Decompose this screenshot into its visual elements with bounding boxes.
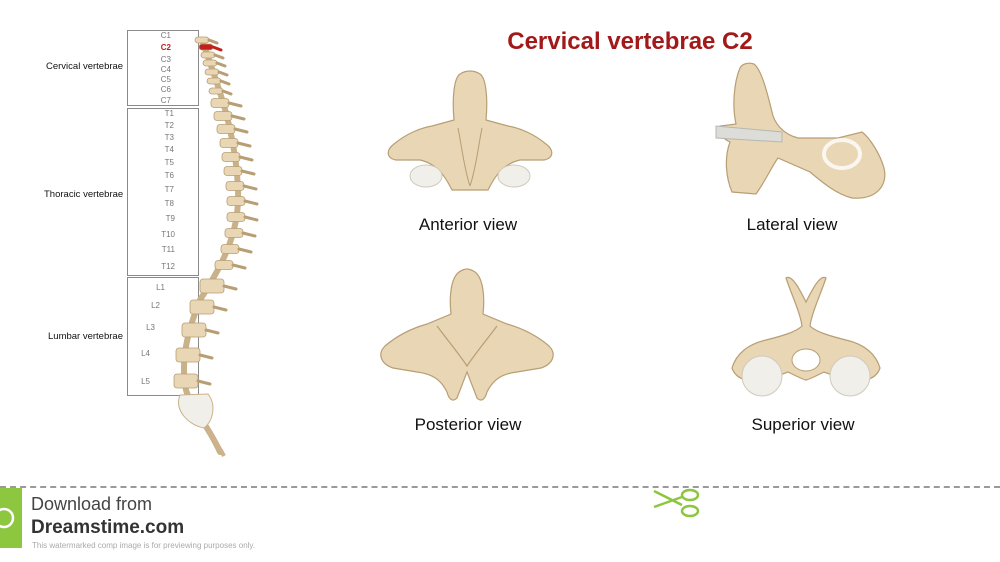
scissors-icon	[653, 488, 700, 518]
vertebra-l3	[181, 322, 207, 338]
vertebra-label-t2: T2	[164, 121, 174, 130]
vertebra-label-t8: T8	[164, 199, 174, 208]
vertebra-t4	[219, 138, 239, 148]
vertebra-c4	[202, 59, 218, 67]
page-title: Cervical vertebrae C2	[507, 28, 753, 55]
dreamstime-logo-icon	[0, 488, 22, 548]
vertebra-label-t6: T6	[164, 171, 174, 180]
vertebra-process-t3	[233, 127, 249, 134]
caption-posterior: Posterior view	[414, 415, 522, 434]
vertebra-label-t7: T7	[164, 185, 174, 194]
footer-download-from: Download from	[31, 494, 153, 514]
vertebra-process-l2	[212, 305, 228, 312]
region-label-cervical: Cervical vertebrae	[46, 61, 124, 72]
caption-lateral: Lateral view	[746, 215, 838, 234]
vertebra-process-t6	[240, 169, 256, 176]
footer-divider	[0, 486, 1000, 488]
vertebra-c1	[194, 36, 210, 44]
vertebra-label-c3: C3	[160, 55, 171, 64]
vertebra-label-t10: T10	[161, 230, 175, 239]
vertebra-process-c1	[207, 38, 219, 45]
vertebra-bodies	[173, 36, 259, 389]
lateral-view-illustration	[715, 62, 886, 199]
vertebra-label-c5: C5	[160, 75, 171, 84]
vertebra-l4	[175, 347, 201, 363]
vertebra-process-l4	[198, 353, 214, 360]
posterior-view-illustration	[380, 268, 554, 401]
vertebra-label-c1: C1	[160, 31, 171, 40]
caption-anterior: Anterior view	[418, 215, 518, 234]
vertebra-label-t1: T1	[164, 109, 174, 118]
vertebra-label-l2: L2	[151, 301, 160, 310]
vertebra-label-l4: L4	[141, 349, 150, 358]
vertebra-t11	[220, 244, 240, 254]
vertebra-c2	[198, 43, 214, 51]
vertebra-label-c6: C6	[160, 85, 171, 94]
vertebra-t8	[226, 196, 246, 206]
vertebra-t7	[225, 181, 245, 191]
vertebra-label-t9: T9	[165, 214, 175, 223]
vertebra-process-l5	[196, 379, 212, 386]
vertebra-t6	[223, 166, 243, 176]
vertebra-label-c2: C2	[160, 43, 171, 52]
vertebra-label-l1: L1	[156, 283, 165, 292]
vertebra-process-t5	[238, 155, 254, 162]
vertebra-process-c7	[221, 89, 233, 96]
vertebra-process-c2	[211, 45, 223, 52]
vertebra-process-c5	[217, 70, 229, 77]
region-label-thoracic: Thoracic vertebrae	[44, 189, 124, 200]
thoracic-region-box	[127, 108, 199, 276]
vertebra-process-t8	[243, 199, 259, 206]
footer-disclaimer: This watermarked comp image is for previ…	[32, 541, 256, 550]
vertebra-label-c4: C4	[160, 65, 171, 74]
vertebra-process-c3	[213, 53, 225, 60]
vertebra-label-t4: T4	[164, 145, 174, 154]
vertebra-t12	[214, 260, 234, 270]
anterior-view-illustration	[387, 70, 553, 191]
vertebra-t2	[213, 111, 233, 121]
vertebra-process-c4	[215, 61, 227, 68]
cervical-region-box	[127, 30, 199, 106]
vertebra-process-t2	[230, 114, 246, 121]
vertebra-t10	[224, 228, 244, 238]
vertebra-process-t9	[243, 215, 259, 222]
vertebra-process-c6	[219, 79, 231, 86]
footer-brand: Dreamstime.com	[31, 517, 185, 538]
vertebra-label-t3: T3	[164, 133, 174, 142]
vertebra-label-t11: T11	[161, 245, 175, 254]
vertebra-process-t12	[231, 263, 247, 270]
vertebra-process-t4	[236, 141, 252, 148]
superior-view-illustration	[731, 276, 881, 397]
vertebra-c7	[208, 87, 224, 95]
vertebra-t9	[226, 212, 246, 222]
vertebra-l1	[199, 278, 225, 294]
vertebra-t1	[210, 98, 230, 108]
vertebra-t3	[216, 124, 236, 134]
vertebra-label-t12: T12	[161, 262, 175, 271]
coccyx	[206, 428, 226, 457]
region-label-lumbar: Lumbar vertebrae	[48, 331, 123, 342]
vertebra-process-t7	[242, 184, 258, 191]
vertebra-label-l5: L5	[141, 377, 150, 386]
vertebra-process-t10	[241, 231, 257, 238]
vertebra-l5	[173, 373, 199, 389]
vertebra-process-t11	[237, 247, 253, 254]
vertebra-process-t1	[227, 101, 243, 108]
vertebra-c5	[204, 68, 220, 76]
vertebra-label-l3: L3	[146, 323, 155, 332]
spine-illustration	[173, 36, 259, 457]
vertebra-process-l3	[204, 328, 220, 335]
vertebra-c6	[206, 77, 222, 85]
vertebra-process-l1	[222, 284, 238, 291]
caption-superior: Superior view	[751, 415, 855, 434]
vertebra-l2	[189, 299, 215, 315]
vertebra-label-c7: C7	[160, 96, 171, 105]
vertebra-c3	[200, 51, 216, 59]
vertebra-t5	[221, 152, 241, 162]
sacrum-cartilage	[178, 393, 214, 429]
vertebra-label-t5: T5	[164, 158, 174, 167]
